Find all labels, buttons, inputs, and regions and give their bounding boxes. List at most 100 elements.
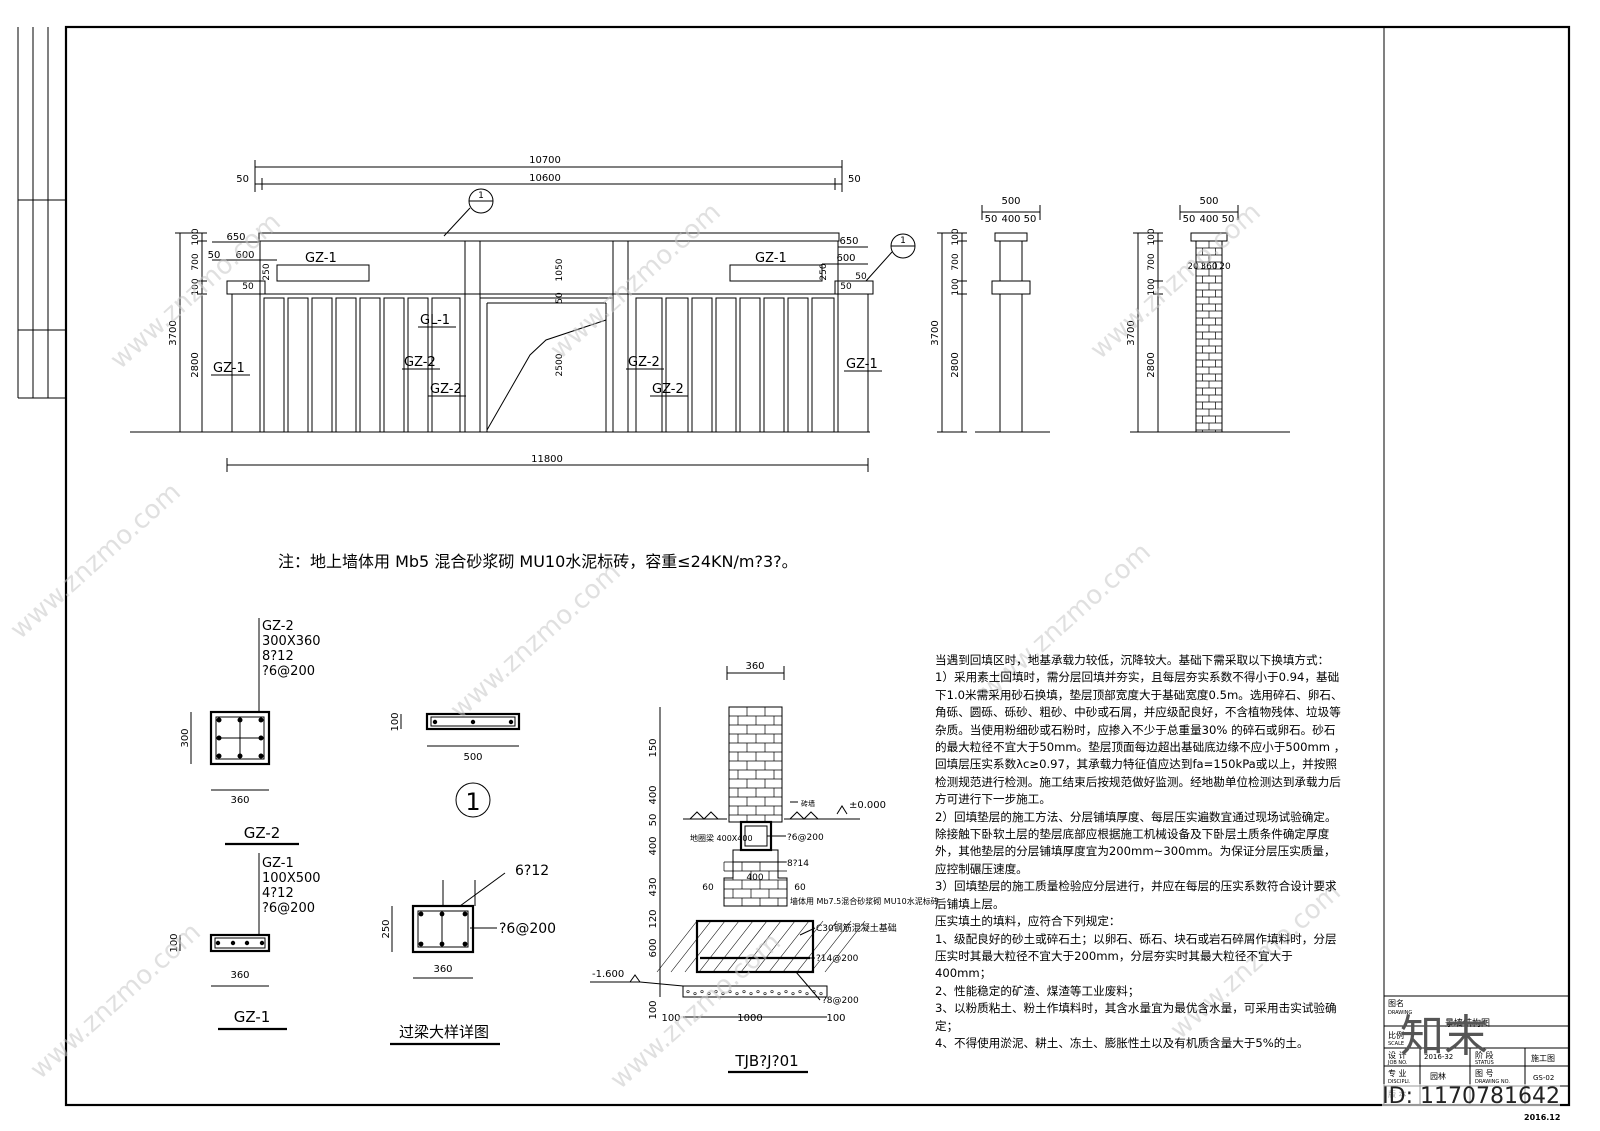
tb-scale-label-en: SCALE [1388,1041,1404,1047]
detail1-dim-w: 500 [463,752,482,763]
label-gz2-d: GZ-2 [652,382,684,397]
brand-logo: 知末 [1400,1011,1488,1062]
brick-dim-400: 400 [1199,214,1218,225]
dim-600-left: 600 [235,250,254,261]
fnd-level-0: ±0.000 [849,800,886,811]
fnd-base-100b: 100 [826,1013,845,1024]
detail1-label: 1 [465,788,480,816]
gz1-dim-w: 360 [230,970,249,981]
brick-dim-50b: 50 [1222,214,1235,225]
fnd-ring-bar: 8?14 [787,859,809,869]
tb-sheet-label-en: DRAWING NO. [1475,1079,1510,1085]
dim-10700: 10700 [529,155,561,166]
dim-11800: 11800 [531,454,563,465]
watermark-4: www.znzmo.com [5,477,187,645]
fnd-ring-stirrup: ?6@200 [787,833,824,843]
side-dim-400: 400 [1001,214,1020,225]
dim-50-left-b: 50 [242,282,254,292]
dim-50-offset-left: 50 [208,250,221,261]
fnd-ring-beam: 地圈梁 400X400 [690,833,753,843]
tb-design-label-en: JOB NO. [1387,1060,1408,1066]
dim-50-right: 50 [848,174,861,185]
dim-3700: 3700 [168,320,179,345]
brick-section-drawing: 500 50 400 50 20 360 20 3700 2800 100 70… [1126,196,1290,433]
gz2-size: 300X360 [262,634,321,649]
dim-1050: 1050 [555,258,565,281]
fnd-concrete: C30钢筋混凝土基础 [816,922,897,934]
note-line: 压实填土的填料，应符合下列规定： [935,914,1121,929]
fnd-step-60b: 60 [794,883,806,893]
gz2-dim-h: 300 [180,728,191,747]
fnd-base-1000: 1000 [737,1013,762,1024]
fnd-step-60a: 60 [702,883,714,893]
dim-10600: 10600 [529,173,561,184]
watermark-7: www.znzmo.com [25,917,207,1085]
side-dim-100b: 100 [951,278,961,295]
side-dim-100a: 100 [951,228,961,245]
gz1-size: 100X500 [262,871,321,886]
gz1-detail: GZ-1 100X500 4?12 ?6@200 100 360 GZ-1 [169,853,321,1031]
brick-dim-20b: 20 [1219,262,1231,272]
fnd-level-neg: -1.600 [592,969,624,980]
tb-major-label-en: DISCIPLI. [1388,1079,1411,1085]
callout-top-num: 1 [478,191,484,201]
fnd-d430: 430 [648,877,659,896]
brick-hatch [1195,240,1222,432]
main-note: 注：地上墙体用 Mb5 混合砂浆砌 MU10水泥标砖，容重≤24KN/m?3?。 [278,552,798,571]
gz1-name: GZ-1 [262,856,294,871]
dim-100a: 100 [191,228,201,245]
fnd-d400a: 400 [648,785,659,804]
dim-650-right: 650 [839,236,858,247]
tb-sheet-label: 图 号 [1475,1069,1494,1078]
fnd-d50: 50 [648,814,659,827]
gz2-stirrup: ?6@200 [262,664,315,679]
gz1-dim-h: 100 [169,933,180,952]
fnd-d120: 120 [648,909,659,928]
note-line: 2、性能稳定的矿渣、煤渣等工业废料； [935,983,1140,998]
label-gz1-left: GZ-1 [213,361,245,376]
callout-right-num: 1 [900,236,906,246]
tb-design-value: 2016-32 [1424,1053,1453,1061]
note-line: 2）回填垫层的施工方法、分层铺填厚度、每层压实遍数宜通过现场试验确定。除接触下卧… [935,809,1337,876]
label-gz2-a: GZ-2 [404,355,436,370]
tb-sheet-value: GS-02 [1533,1074,1554,1082]
dim-50-left: 50 [236,174,249,185]
dim-50-right-b: 50 [840,282,852,292]
id-tag: ID: 1170781642 [1382,1084,1560,1109]
brick-dim-100b: 100 [1147,278,1157,295]
note-line: 当遇到回填区时，地基承载力较低，沉降较大。基础下需采取以下换填方式： [935,653,1330,667]
dim-100b: 100 [191,278,201,295]
brick-dim-700: 700 [1147,253,1157,270]
side-dim-50a: 50 [985,214,998,225]
dim-50-mid: 50 [555,292,565,304]
label-gz1-top-right: GZ-1 [755,251,787,266]
detail-1: 100 500 1 [390,712,521,818]
note-line: 4、不得使用淤泥、耕土、冻土、膨胀性土以及有机质含量大于5%的土。 [935,1035,1309,1050]
fnd-base-100a: 100 [661,1013,680,1024]
tb-scale-label: 比例 [1388,1030,1404,1040]
label-gz1-top-left: GZ-1 [305,251,337,266]
dim-250-right: 250 [819,263,829,280]
label-gz2-c: GZ-2 [628,355,660,370]
lintel-stirrup: ?6@200 [499,921,556,937]
lintel-dim-h: 250 [381,919,392,938]
sheet-border [64,25,1571,1107]
tb-stage-label-en: STATUS [1475,1060,1494,1066]
lintel-detail: 6?12 ?6@200 250 360 过梁大样详图 [381,863,556,1046]
fnd-wall-mortar: 墙体用 Mb7.5混合砂浆砌 MU10水泥标砖 [790,896,939,906]
brick-dim-100a: 100 [1147,228,1157,245]
gz2-detail: GZ-2 300X360 8?12 ?6@200 300 360 GZ-2 [180,618,321,846]
side-dim-2800: 2800 [950,352,961,377]
dim-650-left: 650 [226,232,245,243]
dim-50-offset-right: 50 [855,272,867,282]
brick-dim-360: 360 [1200,262,1217,272]
left-margin-strip [17,27,66,399]
fnd-d600: 600 [648,938,659,957]
watermark-3: www.znzmo.com [1085,197,1267,365]
dim-2800: 2800 [190,352,201,377]
dim-250-left: 250 [262,263,272,280]
note-line: 1、级配良好的砂土或碎石土；以卵石、砾石、块石或岩石碎屑作填料时，分层压实时其最… [935,931,1337,981]
tb-major-value: 园林 [1430,1071,1446,1081]
fnd-top-width: 360 [745,661,764,672]
note-line: 3、以粉质粘土、粉土作填料时，其含水量宜为最优含水量，可采用击实试验确定； [935,1001,1337,1033]
